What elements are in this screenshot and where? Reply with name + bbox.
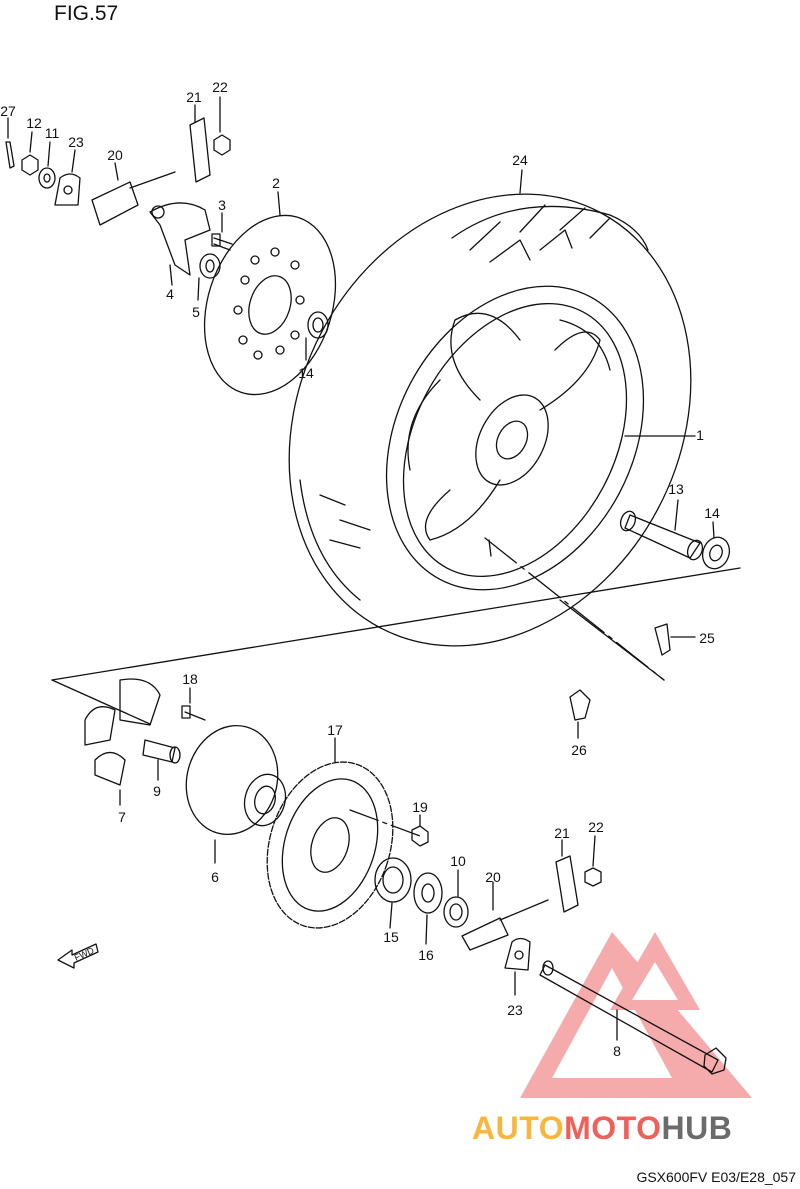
stopper-21b (555, 839, 579, 913)
chain-adjuster-20a (91, 162, 176, 226)
callout-14a: 14 (298, 365, 314, 381)
chain-adjuster-plate-23b (504, 937, 531, 996)
callout-23b: 23 (507, 1002, 523, 1018)
callout-4: 4 (166, 286, 174, 302)
damper-7 (84, 678, 161, 806)
callout-7: 7 (118, 809, 126, 825)
sprocket-mounting-drum-6 (185, 724, 287, 864)
callout-21b: 21 (554, 825, 570, 841)
washer-11 (38, 141, 56, 189)
stopper-21a (189, 104, 211, 183)
callout-27: 27 (0, 103, 16, 119)
callout-1: 1 (696, 427, 704, 443)
callout-16: 16 (418, 947, 434, 963)
brake-disc-2 (203, 191, 337, 396)
spacer-16 (413, 872, 443, 945)
wheel-1 (402, 302, 628, 578)
chain-adjuster-plate-23a (54, 149, 81, 206)
plane-line-left (51, 679, 151, 725)
figure-title: FIG.57 (54, 2, 119, 25)
plane-line-right (559, 599, 665, 681)
callout-22b: 22 (588, 819, 604, 835)
bolt-18 (181, 687, 206, 721)
bearing-14a (305, 311, 329, 361)
axle-8 (539, 960, 727, 1075)
callout-labels: 2712112320212232451424113142518177962619… (0, 79, 720, 1059)
callout-19: 19 (412, 799, 428, 815)
callout-11: 11 (45, 125, 60, 141)
callout-6: 6 (211, 869, 219, 885)
clip-26 (569, 689, 591, 739)
callout-26: 26 (571, 742, 587, 758)
callout-9: 9 (153, 783, 161, 799)
collar-10 (443, 869, 469, 928)
nut-12 (21, 131, 39, 176)
callout-12: 12 (26, 115, 42, 131)
callout-2: 2 (272, 175, 280, 191)
bolt-3 (211, 212, 233, 251)
sprocket-centerline (349, 809, 421, 837)
plane-line-top (51, 567, 741, 681)
callout-13: 13 (668, 481, 684, 497)
callout-21a: 21 (186, 89, 202, 105)
sprocket-17 (266, 737, 394, 929)
fwd-label: FWD (73, 945, 96, 963)
fwd-arrow (57, 943, 99, 969)
collar-5 (197, 253, 221, 301)
bearing-14b (701, 521, 731, 570)
brand-moto: MOTO (564, 1110, 662, 1146)
chain-adjuster-20b (461, 881, 549, 951)
callout-24: 24 (512, 152, 528, 168)
callout-14b: 14 (704, 505, 720, 521)
callout-8: 8 (613, 1043, 621, 1059)
tire-24 (288, 193, 692, 647)
bearing-15 (374, 857, 412, 929)
callout-15: 15 (383, 929, 399, 945)
callout-5: 5 (192, 304, 200, 320)
callout-22a: 22 (212, 79, 228, 95)
callout-17: 17 (327, 722, 343, 738)
callout-20a: 20 (107, 147, 123, 163)
figure-code: GSX600FV E03/E28_057 (636, 1169, 796, 1185)
callout-20b: 20 (485, 869, 501, 885)
cotter-pin-27 (5, 117, 15, 169)
callout-10: 10 (450, 853, 466, 869)
caliper-bracket-4 (149, 202, 211, 286)
damper-bolt-9 (142, 739, 181, 781)
leader-24 (519, 169, 523, 194)
callout-23a: 23 (68, 134, 84, 150)
nut-22b (584, 835, 602, 887)
brand-auto: AUTO (472, 1110, 565, 1146)
nut-19 (411, 814, 429, 847)
callout-3: 3 (218, 197, 226, 213)
watermark-brand: AUTOMOTOHUB (472, 1110, 732, 1147)
collar-13 (619, 499, 704, 561)
valve-25 (654, 623, 696, 656)
callout-18: 18 (182, 671, 198, 687)
valve-stem-line (488, 539, 492, 557)
callout-25: 25 (699, 630, 715, 646)
brand-hub: HUB (661, 1110, 733, 1146)
nut-22a (213, 96, 231, 156)
